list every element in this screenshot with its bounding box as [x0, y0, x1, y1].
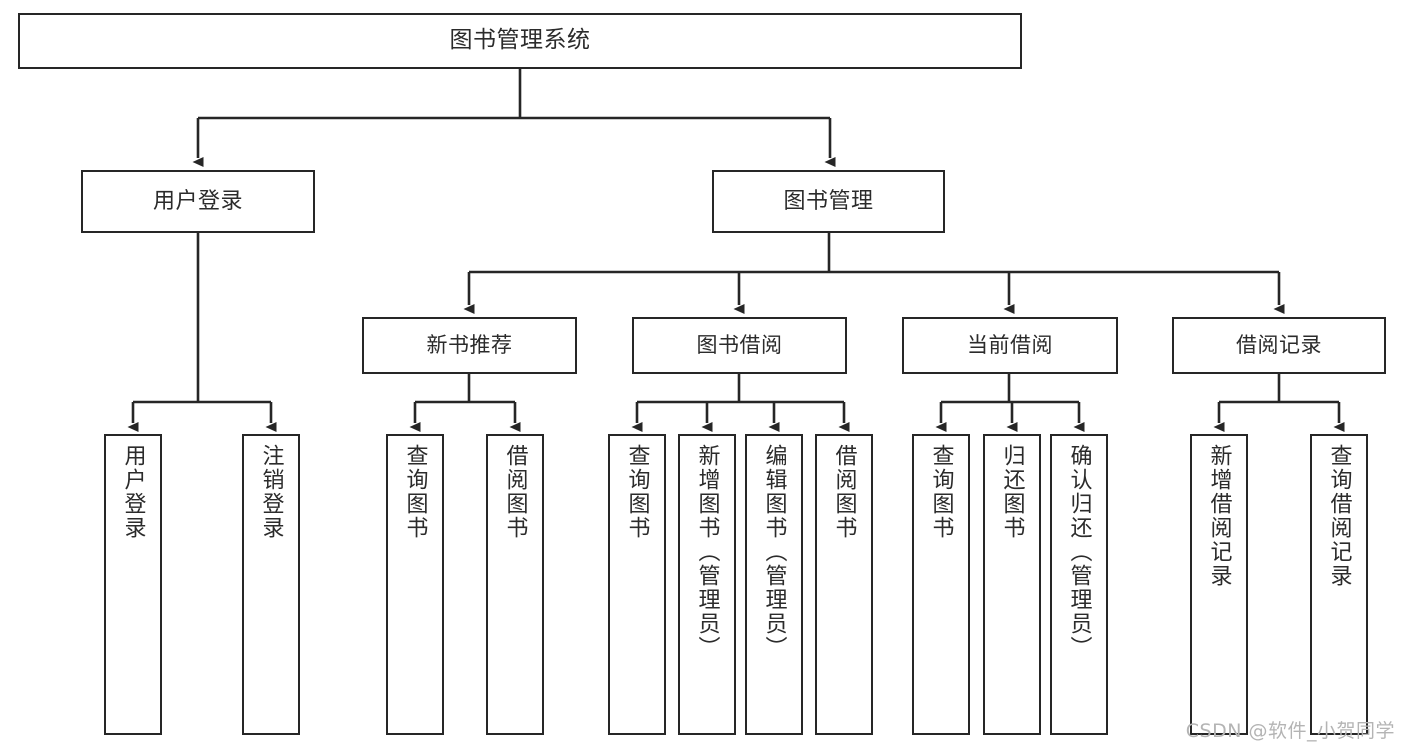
node-leaf-add-record-label: 新增借阅记录: [1206, 444, 1232, 588]
node-leaf-user-login-label: 用户登录: [120, 444, 146, 540]
node-book-borrow-label: 图书借阅: [696, 333, 783, 358]
edges-bookmanage-to-level2: [463, 233, 1285, 314]
node-leaf-query-book-3-label: 查询图书: [928, 444, 954, 540]
node-new-book-rec[interactable]: 新书推荐: [362, 317, 577, 374]
node-book-borrow[interactable]: 图书借阅: [632, 317, 847, 374]
node-leaf-edit-book-label: 编辑图书（管理员）: [761, 444, 787, 660]
node-leaf-query-record[interactable]: 查询借阅记录: [1310, 434, 1368, 735]
node-current-borrow[interactable]: 当前借阅: [902, 317, 1118, 374]
edges-root-to-level1: [192, 69, 836, 167]
node-leaf-query-book-1-label: 查询图书: [402, 444, 428, 540]
node-leaf-user-logout[interactable]: 注销登录: [242, 434, 300, 735]
edges-currentborrow-to-leaves: [935, 374, 1085, 432]
node-leaf-query-book-2-label: 查询图书: [624, 444, 650, 540]
node-user-login-label: 用户登录: [152, 188, 243, 214]
node-current-borrow-label: 当前借阅: [967, 333, 1053, 358]
node-book-manage[interactable]: 图书管理: [712, 170, 945, 233]
node-leaf-confirm-return-label: 确认归还（管理员）: [1066, 444, 1092, 660]
node-leaf-query-book-3[interactable]: 查询图书: [912, 434, 970, 735]
node-leaf-edit-book[interactable]: 编辑图书（管理员）: [745, 434, 803, 735]
edges-userlogin-to-leaves: [127, 233, 277, 432]
node-leaf-query-book-1[interactable]: 查询图书: [386, 434, 444, 735]
node-leaf-user-login[interactable]: 用户登录: [104, 434, 162, 735]
node-leaf-add-record[interactable]: 新增借阅记录: [1190, 434, 1248, 735]
node-root[interactable]: 图书管理系统: [18, 13, 1022, 69]
node-new-book-rec-label: 新书推荐: [426, 333, 513, 358]
node-leaf-add-book[interactable]: 新增图书（管理员）: [678, 434, 736, 735]
node-leaf-confirm-return[interactable]: 确认归还（管理员）: [1050, 434, 1108, 735]
node-borrow-record[interactable]: 借阅记录: [1172, 317, 1386, 374]
edges-bookborrow-to-leaves: [631, 374, 850, 432]
node-leaf-borrow-book-2[interactable]: 借阅图书: [815, 434, 873, 735]
node-leaf-return-book-label: 归还图书: [999, 444, 1025, 540]
edges-newbook-to-leaves: [409, 374, 521, 432]
node-leaf-add-book-label: 新增图书（管理员）: [694, 444, 720, 660]
node-root-label: 图书管理系统: [449, 27, 591, 54]
node-leaf-query-record-label: 查询借阅记录: [1326, 444, 1352, 588]
node-leaf-borrow-book-1-label: 借阅图书: [502, 444, 528, 540]
node-leaf-borrow-book-1[interactable]: 借阅图书: [486, 434, 544, 735]
node-leaf-query-book-2[interactable]: 查询图书: [608, 434, 666, 735]
node-book-manage-label: 图书管理: [783, 188, 874, 214]
node-user-login[interactable]: 用户登录: [81, 170, 315, 233]
node-leaf-user-logout-label: 注销登录: [258, 444, 284, 540]
edges-borrowrecord-to-leaves: [1213, 374, 1345, 432]
watermark-text: CSDN @软件_小贺同学: [1185, 720, 1395, 742]
node-leaf-borrow-book-2-label: 借阅图书: [831, 444, 857, 540]
node-leaf-return-book[interactable]: 归还图书: [983, 434, 1041, 735]
node-borrow-record-label: 借阅记录: [1236, 333, 1322, 358]
